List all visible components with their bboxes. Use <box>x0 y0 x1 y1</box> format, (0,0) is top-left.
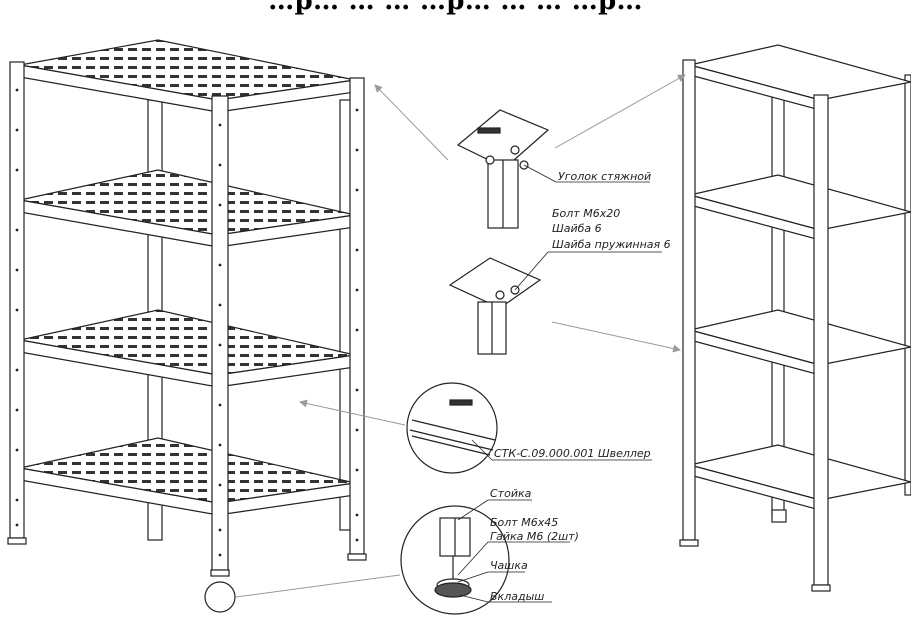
label-upright: Стойка <box>490 487 532 500</box>
label-bolt-m6x20: Болт М6х20 <box>552 207 620 220</box>
label-insert: Вкладыш <box>490 590 544 603</box>
front-upright-left <box>9 61 25 539</box>
label-spring-washer-6: Шайба пружинная 6 <box>552 238 671 251</box>
label-corner-bracket: Уголок стяжной <box>558 170 651 183</box>
front-upright-center <box>211 95 229 571</box>
label-cup: Чашка <box>490 559 528 572</box>
label-leaders <box>457 164 662 603</box>
corner-bracket-detail <box>456 109 550 229</box>
upright-holes <box>15 88 359 557</box>
foot <box>7 537 27 545</box>
foot <box>771 509 787 523</box>
channel-detail-circle <box>406 382 498 474</box>
shelf-3 <box>689 309 911 366</box>
label-channel: СТК-С.09.000.001 Швеллер <box>494 447 651 460</box>
front-upright-center <box>813 94 829 586</box>
foot <box>210 569 230 577</box>
shelf-bottom <box>689 444 911 501</box>
label-bolt-m6x45: Болт М6х45 <box>490 516 558 529</box>
leveling-foot <box>434 517 472 598</box>
foot-detail-circle <box>400 505 510 615</box>
leader-lines <box>235 74 686 598</box>
back-upright <box>904 74 911 496</box>
shelf-top <box>689 44 911 101</box>
leg-detail-marker <box>204 581 236 613</box>
foot <box>347 553 367 561</box>
label-washer-6: Шайба 6 <box>552 222 602 235</box>
page-title: …р… … … …р… … … …р… <box>268 0 643 16</box>
foot <box>679 539 699 547</box>
foot <box>811 584 831 592</box>
bolt-connection-detail <box>448 257 542 355</box>
label-nut-m6: Гайка М6 (2шт) <box>490 530 579 543</box>
perforated-shelving-unit <box>7 39 367 577</box>
front-upright-left <box>682 59 696 541</box>
solid-shelving-unit <box>679 44 911 592</box>
shelf-2 <box>689 174 911 231</box>
